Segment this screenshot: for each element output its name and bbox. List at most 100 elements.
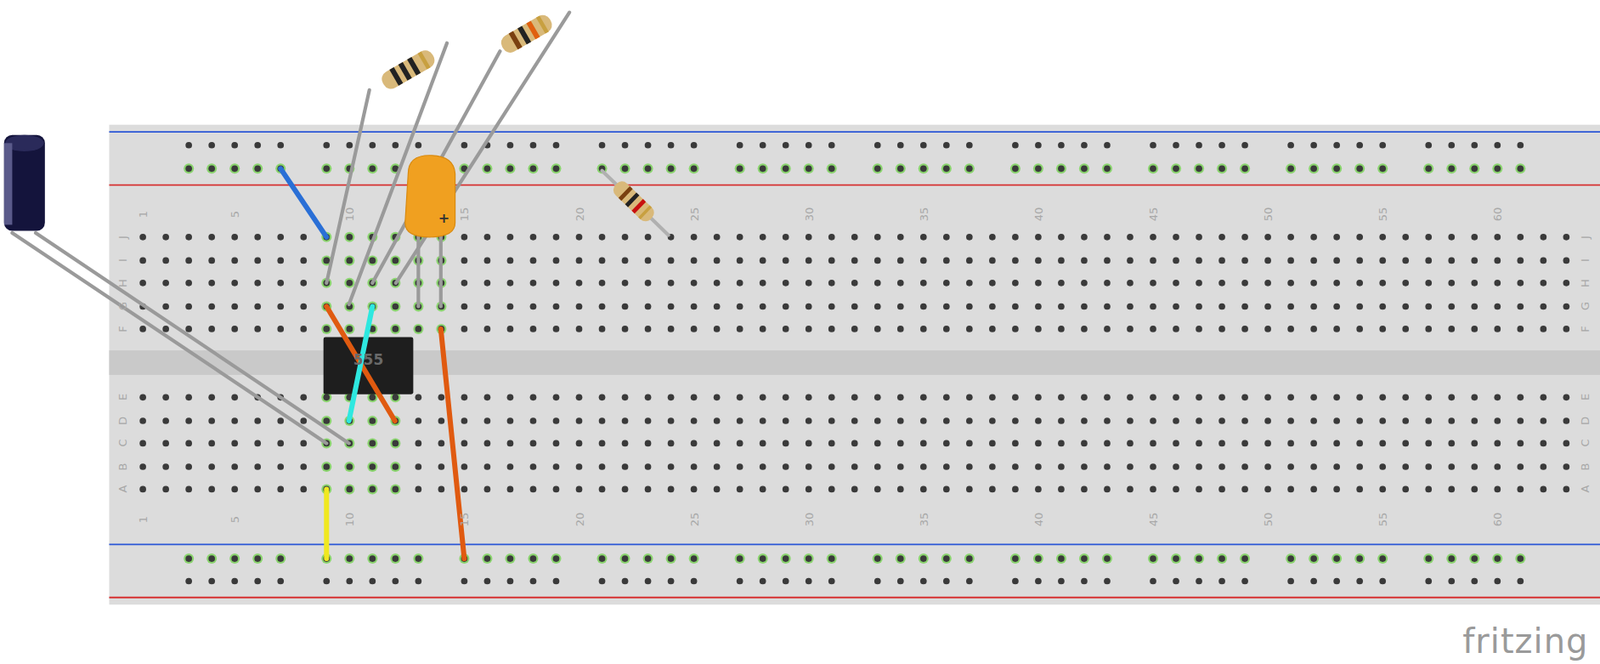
hole [1218, 165, 1226, 173]
band [398, 62, 413, 81]
hole [1310, 440, 1318, 447]
hole [1241, 463, 1249, 470]
hole [851, 440, 859, 447]
hole [828, 577, 836, 585]
hole [254, 141, 261, 149]
hole [507, 279, 515, 287]
hole [989, 440, 996, 447]
electrolytic-capacitor [4, 135, 46, 232]
hole-highlight [1239, 553, 1250, 564]
hole [1540, 279, 1548, 287]
column-number: 5 [229, 210, 241, 218]
hole [1149, 486, 1157, 493]
hole-highlight [550, 553, 561, 564]
hole [185, 394, 193, 402]
hole [943, 394, 950, 402]
hole [1493, 417, 1501, 425]
hole [507, 486, 515, 493]
hole [1103, 440, 1111, 447]
hole [208, 279, 215, 287]
hole [530, 325, 538, 333]
hole [759, 486, 767, 493]
column-number: 25 [688, 207, 700, 222]
hole [1218, 394, 1226, 402]
hole [553, 165, 560, 173]
hole [1195, 233, 1203, 241]
hole [530, 577, 538, 585]
hole [644, 233, 652, 241]
hole-highlight [367, 553, 378, 564]
tantalum-capacitor [405, 155, 456, 238]
hole [1172, 463, 1180, 470]
hole [943, 417, 950, 425]
hole [966, 141, 973, 149]
hole-highlight [344, 277, 355, 289]
hole-highlight [918, 163, 929, 174]
hole-highlight [941, 163, 952, 174]
hole [185, 233, 193, 241]
hole [1172, 417, 1180, 425]
hole [713, 257, 721, 265]
hole-highlight [964, 163, 975, 174]
lead [439, 229, 443, 306]
hole [690, 554, 698, 562]
hole [1218, 257, 1226, 265]
hole [736, 417, 744, 425]
hole [484, 279, 492, 287]
hole [1264, 233, 1272, 241]
hole [1057, 303, 1065, 311]
hole-highlight [390, 461, 401, 472]
hole [507, 440, 515, 447]
hole [1356, 394, 1363, 402]
hole [920, 486, 928, 493]
hole [553, 394, 560, 402]
hole-highlight [1492, 163, 1503, 174]
hole-highlight [344, 254, 355, 266]
hole [1540, 233, 1548, 241]
hole [1172, 577, 1180, 585]
hole [368, 440, 376, 447]
hole-highlight [527, 553, 538, 564]
column-number: 25 [688, 512, 700, 527]
hole-highlight [1423, 163, 1434, 174]
hole-highlight [252, 553, 263, 564]
hole [254, 325, 261, 333]
hole [1493, 440, 1501, 447]
hole [368, 577, 376, 585]
hole [1470, 257, 1478, 265]
hole [438, 417, 446, 425]
hole [438, 440, 446, 447]
hole [1493, 303, 1501, 311]
hole [438, 486, 446, 493]
hole [805, 417, 813, 425]
wire-orange [326, 305, 395, 421]
hole [231, 165, 238, 173]
hole [828, 554, 836, 562]
hole [1287, 417, 1295, 425]
hole [1287, 554, 1295, 562]
hole-highlight [412, 553, 424, 564]
hole [185, 554, 193, 562]
hole [299, 463, 307, 470]
hole [553, 325, 560, 333]
hole [484, 577, 492, 585]
hole [1402, 440, 1409, 447]
hole [576, 257, 583, 265]
hole [621, 554, 629, 562]
hole [277, 257, 284, 265]
hole [621, 440, 629, 447]
hole [1379, 417, 1386, 425]
hole [254, 303, 261, 311]
hole [828, 486, 836, 493]
hole [874, 233, 882, 241]
resistor [610, 178, 657, 225]
hole [1264, 440, 1272, 447]
hole [828, 165, 836, 173]
hole [736, 141, 744, 149]
rail-line-blue [108, 130, 1600, 133]
hole [415, 577, 423, 585]
hole [254, 463, 261, 470]
hole [621, 257, 629, 265]
hole [1424, 165, 1432, 173]
hole [1057, 417, 1065, 425]
